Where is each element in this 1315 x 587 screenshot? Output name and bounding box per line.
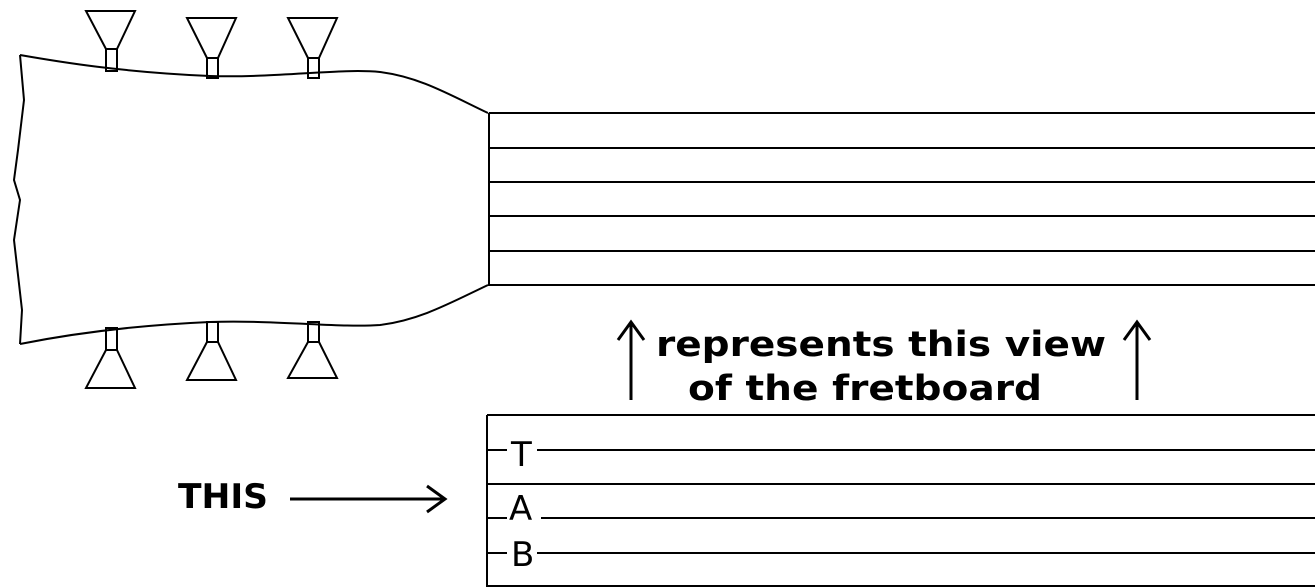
- tuning-pegs-top: [84, 10, 339, 79]
- tuning-peg-icon: [185, 17, 238, 79]
- headstock-bottom-edge: [19, 284, 489, 345]
- tab-letter-a: A: [509, 489, 532, 529]
- tab-staff: [486, 414, 1315, 587]
- tuning-peg-icon: [286, 321, 339, 379]
- headstock-left-edge: [12, 54, 26, 345]
- tuning-peg-icon: [286, 17, 339, 79]
- tuning-peg-icon: [84, 10, 137, 72]
- tuning-pegs-bottom: [84, 321, 339, 389]
- tab-letter-b: B: [511, 535, 534, 575]
- headstock-top-edge: [19, 54, 489, 114]
- pointer-label: THIS: [178, 477, 268, 517]
- tuning-peg-icon: [84, 327, 137, 389]
- caption-line-2: of the fretboard: [688, 369, 1042, 409]
- tab-letter-t: T: [510, 435, 532, 475]
- fretboard-strings: [489, 112, 1315, 286]
- caption-line-1: represents this view: [656, 325, 1106, 365]
- guitar-headstock: [12, 54, 490, 345]
- up-arrow-icon: [616, 319, 646, 400]
- up-arrow-icon: [1122, 319, 1152, 400]
- right-arrow-icon: [290, 484, 448, 514]
- tuning-peg-icon: [185, 321, 238, 381]
